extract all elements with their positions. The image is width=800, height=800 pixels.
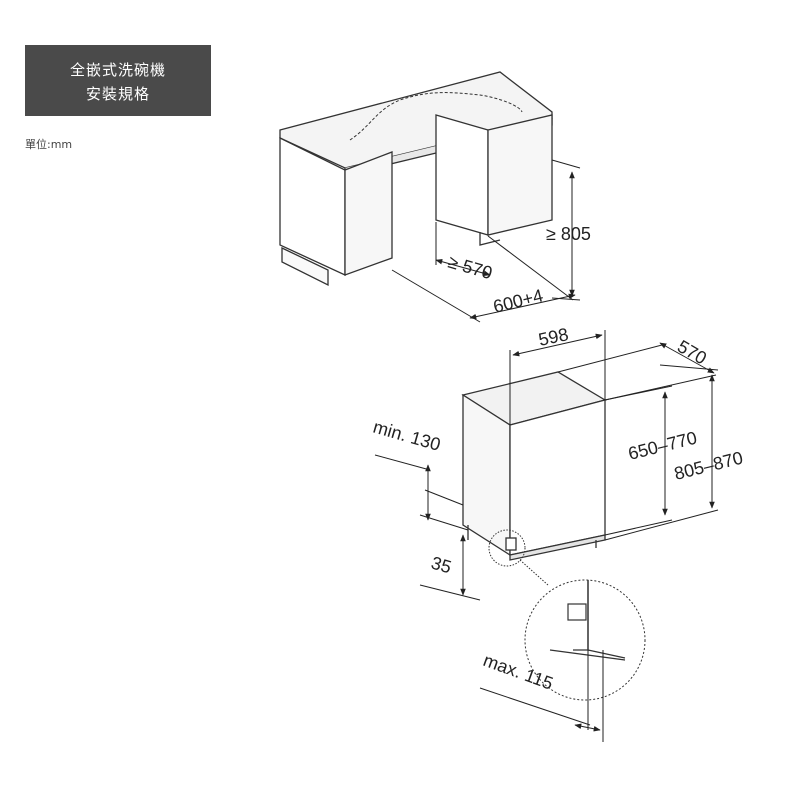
dim-height-range-1: 650–770 bbox=[626, 428, 699, 464]
unit-label: 單位:mm bbox=[25, 138, 73, 151]
dim-niche-height: ≥ 805 bbox=[546, 224, 591, 244]
dim-niche-width: 600+4 bbox=[491, 285, 545, 317]
title-line-1: 全嵌式洗碗機 bbox=[69, 61, 166, 79]
dim-door-overhang: max. 115 bbox=[481, 650, 556, 694]
dim-foot-height: 35 bbox=[429, 553, 454, 578]
dim-appliance-depth: 570 bbox=[674, 336, 710, 368]
dishwasher-illustration bbox=[461, 371, 607, 561]
dim-plinth-min: min. 130 bbox=[371, 417, 443, 455]
title-line-2: 安裝規格 bbox=[85, 85, 150, 103]
title-box: 全嵌式洗碗機 安裝規格 bbox=[25, 45, 211, 116]
dim-niche-depth: ≥ 570 bbox=[446, 252, 495, 284]
dim-appliance-width: 598 bbox=[537, 324, 571, 350]
niche-dimension-lines bbox=[391, 159, 581, 323]
niche-illustration bbox=[279, 71, 553, 287]
appliance-dimension-lines bbox=[374, 330, 719, 742]
dim-height-range-2: 805–870 bbox=[672, 448, 745, 484]
